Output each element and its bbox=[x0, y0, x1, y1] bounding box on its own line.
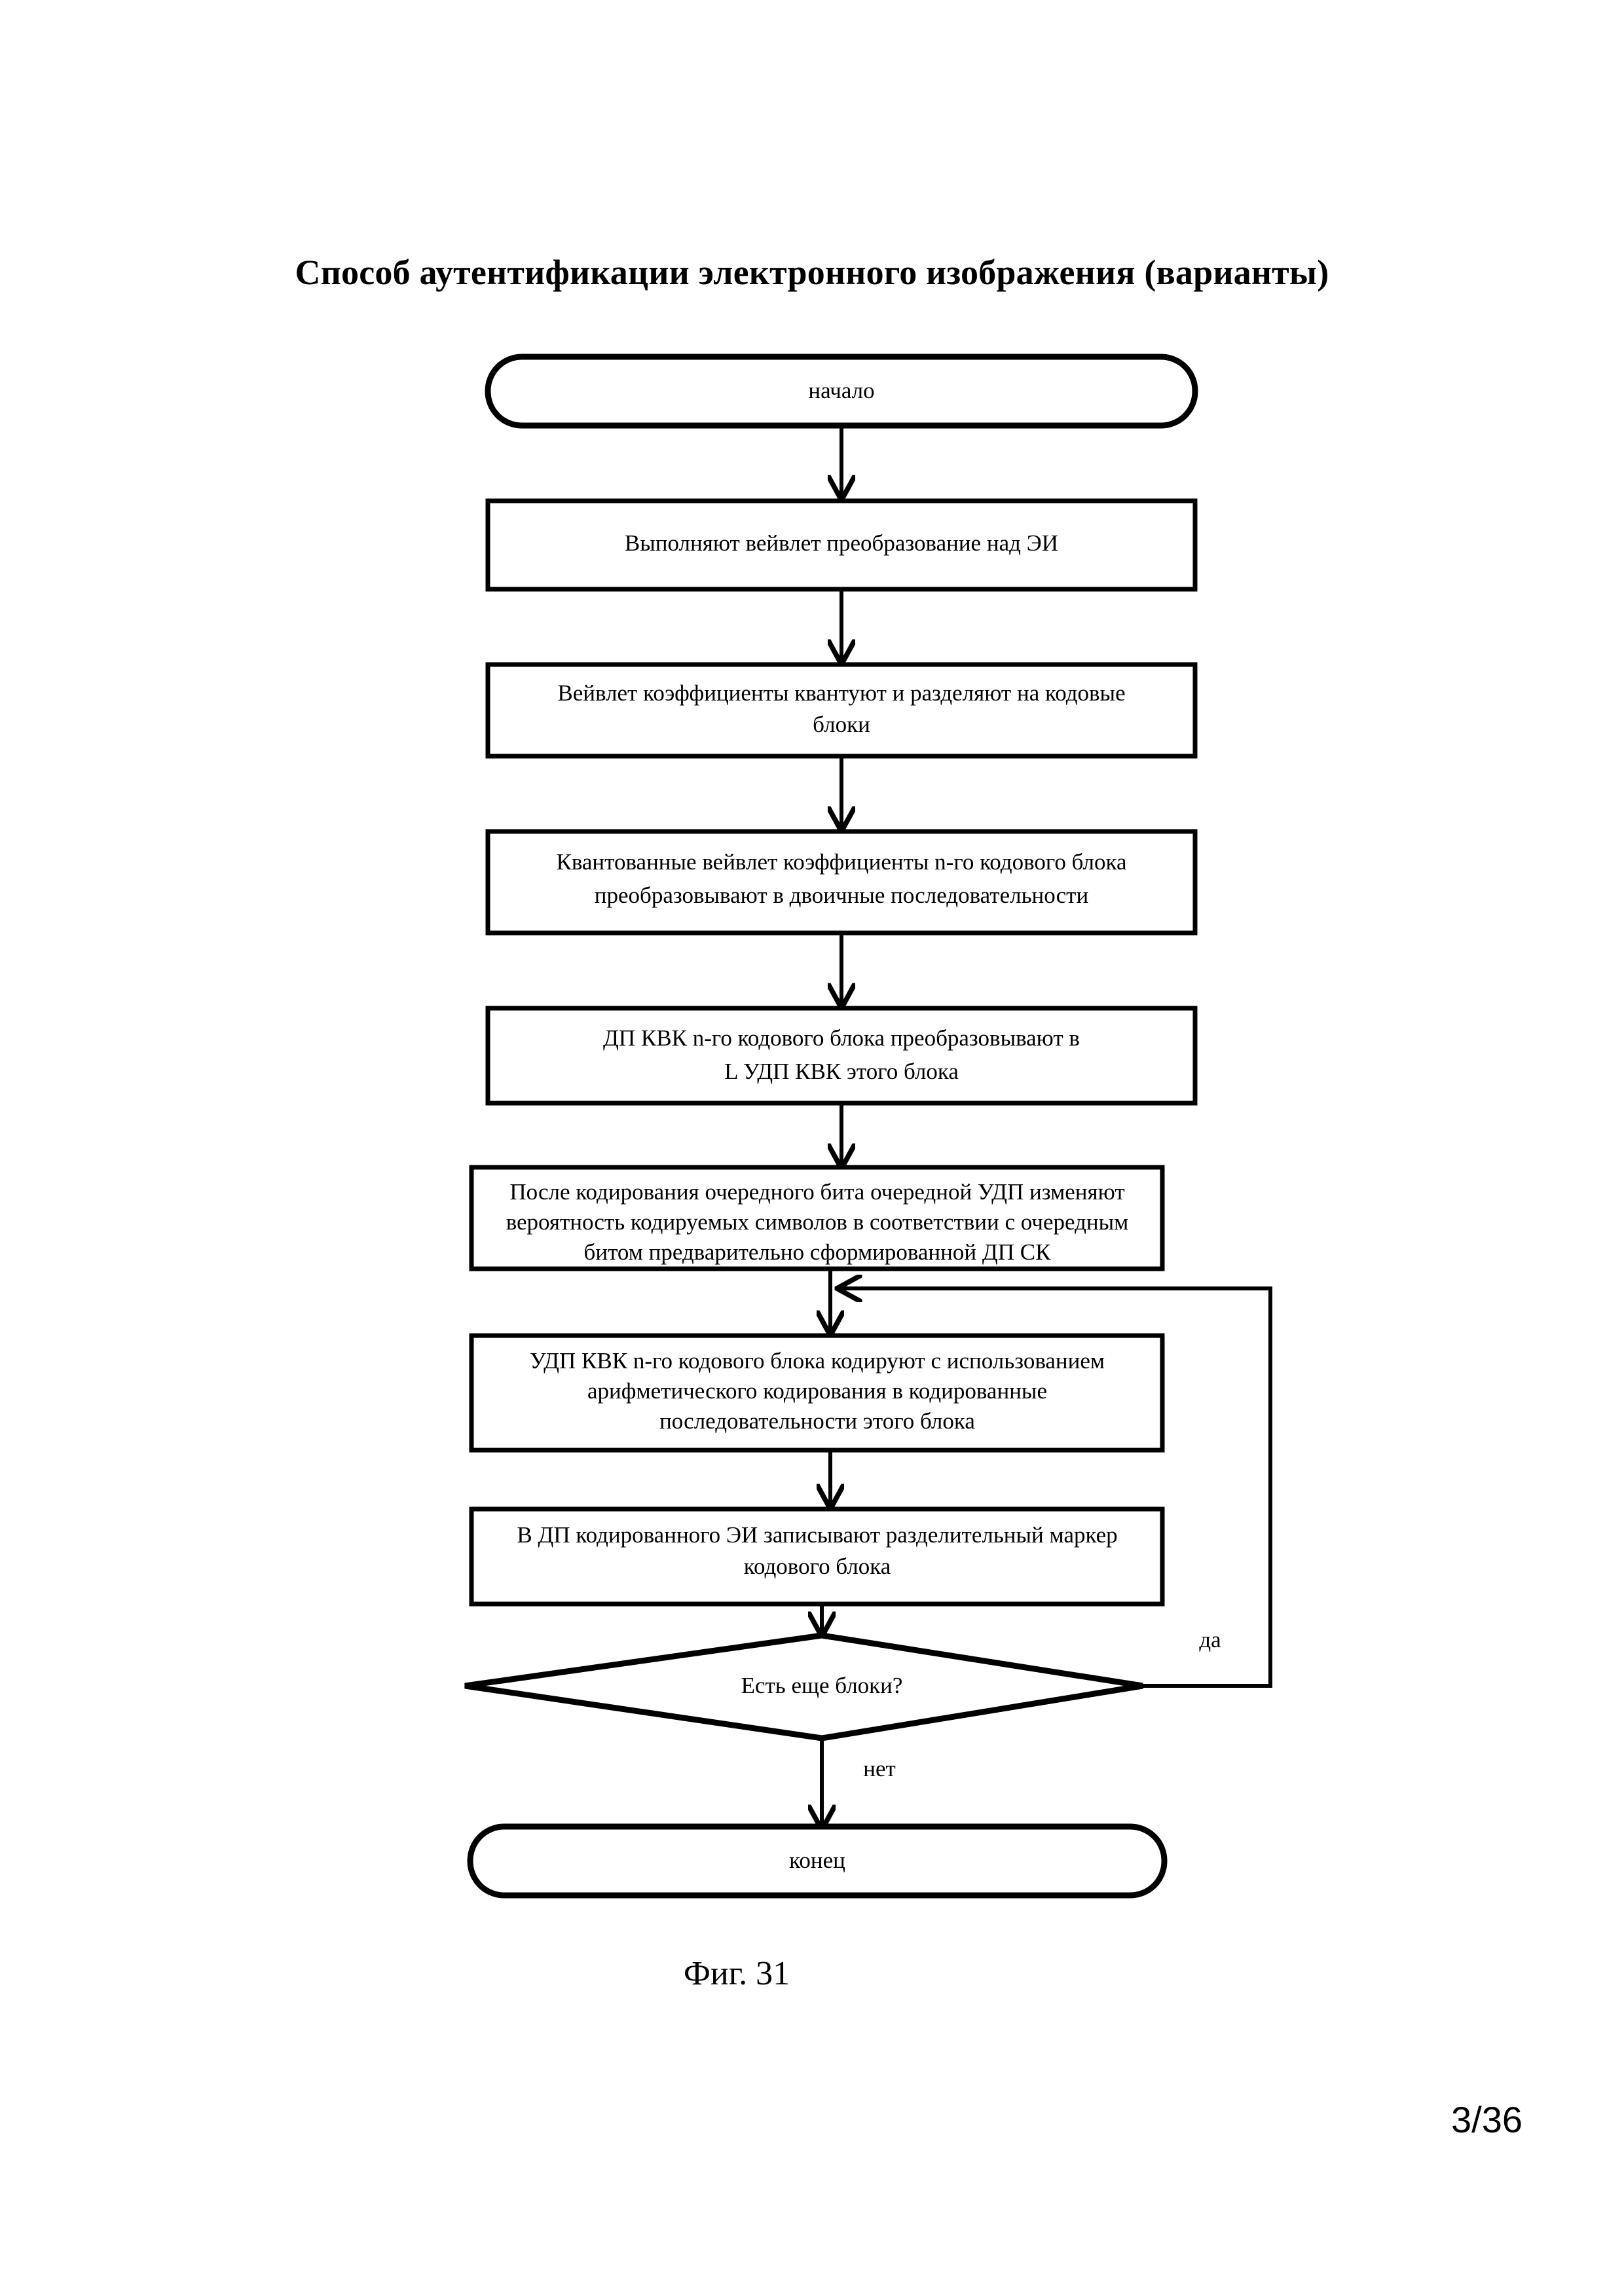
step6-box bbox=[469, 1333, 1165, 1453]
node-step4: ДП КВК n-го кодового блока преобразовыва… bbox=[485, 1006, 1198, 1106]
step5-label-line2: вероятность кодируемых символов в соотве… bbox=[506, 1209, 1129, 1235]
node-step3: Квантованные вейвлет коэффициенты n-го к… bbox=[485, 829, 1198, 936]
step5-label-line3: битом предварительно сформированной ДП С… bbox=[584, 1239, 1052, 1265]
end-terminal-shape bbox=[467, 1823, 1168, 1899]
step5-box bbox=[469, 1165, 1165, 1271]
page-title: Способ аутентификации электронного изобр… bbox=[295, 253, 1329, 292]
node-step5: После кодирования очередного бита очеред… bbox=[469, 1165, 1165, 1271]
node-decision: Есть еще блоки? bbox=[464, 1632, 1143, 1741]
node-end: конец bbox=[467, 1823, 1168, 1899]
step4-label-line1: ДП КВК n-го кодового блока преобразовыва… bbox=[603, 1025, 1080, 1051]
node-step6: УДП КВК n-го кодового блока кодируют с и… bbox=[469, 1333, 1165, 1453]
step4-label-line2: L УДП КВК этого блока bbox=[724, 1059, 959, 1084]
edge-label-no: нет bbox=[863, 1756, 896, 1781]
figure-caption: Фиг. 31 bbox=[683, 1955, 790, 1992]
node-step1: Выполняют вейвлет преобразование над ЭИ bbox=[485, 498, 1198, 592]
step2-box bbox=[485, 662, 1198, 759]
step4-label-line2-rest: УДП КВК этого блока bbox=[737, 1059, 959, 1084]
node-step7: В ДП кодированного ЭИ записывают раздели… bbox=[469, 1506, 1165, 1607]
feedback-loop-yes bbox=[841, 1288, 1272, 1688]
decision-label: Есть еще блоки? bbox=[741, 1673, 903, 1698]
start-label: начало bbox=[808, 378, 874, 403]
edge-label-yes: да bbox=[1199, 1627, 1221, 1652]
step2-label-line2: блоки bbox=[813, 712, 870, 737]
end-label: конец bbox=[789, 1848, 845, 1873]
step1-label: Выполняют вейвлет преобразование над ЭИ bbox=[625, 530, 1058, 556]
step6-label-line1: УДП КВК n-го кодового блока кодируют с и… bbox=[530, 1348, 1105, 1374]
step5-label-line1: После кодирования очередного бита очеред… bbox=[509, 1179, 1124, 1205]
step3-label-line1: Квантованные вейвлет коэффициенты n-го к… bbox=[556, 849, 1127, 875]
node-start: начало bbox=[485, 354, 1198, 429]
step3-label-line2: преобразовывают в двоичные последователь… bbox=[595, 883, 1088, 908]
step6-label-line2: арифметического кодирования в кодированн… bbox=[587, 1378, 1047, 1404]
step2-label-line1: Вейвлет коэффициенты квантуют и разделяю… bbox=[557, 680, 1125, 706]
step4-box bbox=[485, 1006, 1198, 1106]
node-step2: Вейвлет коэффициенты квантуют и разделяю… bbox=[485, 662, 1198, 759]
step7-label-line1: В ДП кодированного ЭИ записывают раздели… bbox=[517, 1522, 1117, 1548]
step6-label-line3: последовательности этого блока bbox=[659, 1408, 975, 1434]
step7-box bbox=[469, 1506, 1165, 1607]
step4-italic-l: L bbox=[724, 1059, 737, 1084]
page-number: 3/36 bbox=[1451, 2099, 1522, 2140]
step7-label-line2: кодового блока bbox=[744, 1554, 891, 1579]
